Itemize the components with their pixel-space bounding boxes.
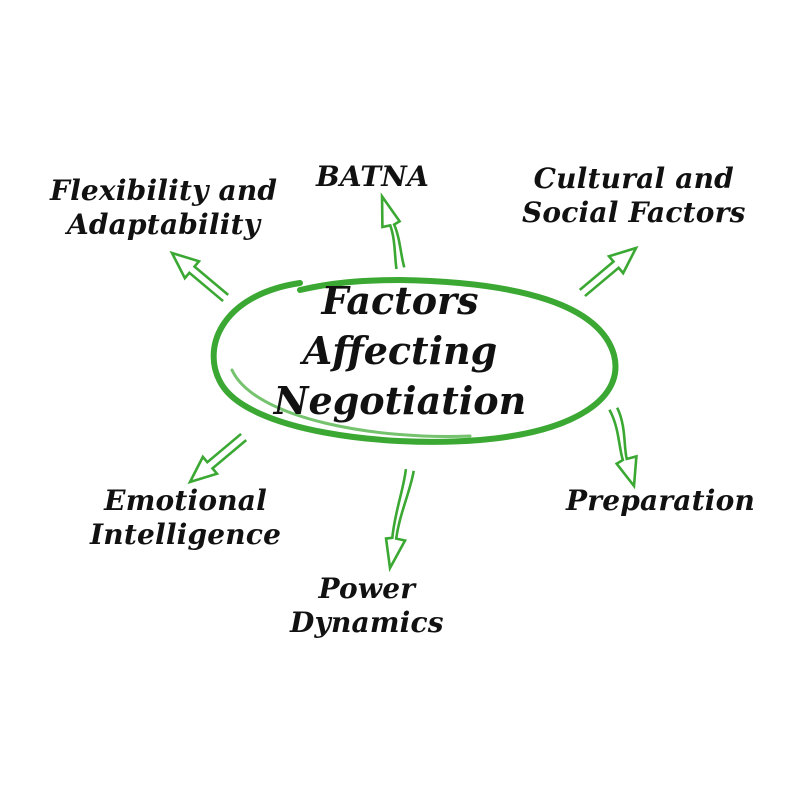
factor-emotional-line-1: Emotional	[104, 484, 267, 517]
arrow-to-cultural	[574, 238, 645, 303]
factor-emotional: Emotional Intelligence	[90, 484, 281, 552]
arrow-to-emotional	[181, 427, 252, 492]
arrow-to-flexibility	[163, 243, 234, 308]
center-topic-line-3: Negotiation	[273, 378, 527, 423]
factor-power: Power Dynamics	[290, 572, 444, 640]
factor-flexibility-line-2: Adaptability	[66, 208, 261, 241]
arrow-to-power	[384, 469, 416, 573]
center-topic: Factors Affecting Negotiation	[250, 276, 550, 426]
factor-flexibility: Flexibility and Adaptability	[50, 174, 277, 242]
factor-power-line-2: Dynamics	[290, 606, 444, 639]
center-topic-line-2: Affecting	[302, 328, 498, 373]
arrow-to-batna	[380, 192, 406, 270]
factor-batna-line-1: BATNA	[316, 160, 430, 193]
factor-preparation-line-1: Preparation	[566, 484, 756, 517]
factor-flexibility-line-1: Flexibility and	[50, 174, 278, 207]
factor-cultural: Cultural and Social Factors	[522, 162, 746, 230]
arrow-to-preparation	[608, 407, 638, 490]
factor-cultural-line-2: Social Factors	[522, 196, 746, 229]
factor-emotional-line-2: Intelligence	[90, 518, 282, 551]
center-topic-line-1: Factors	[321, 278, 479, 323]
factor-preparation: Preparation	[566, 484, 755, 518]
center-ellipse	[210, 276, 619, 445]
factor-batna: BATNA	[316, 160, 429, 194]
factor-power-line-1: Power	[318, 572, 416, 605]
factor-cultural-line-1: Cultural and	[533, 162, 734, 195]
